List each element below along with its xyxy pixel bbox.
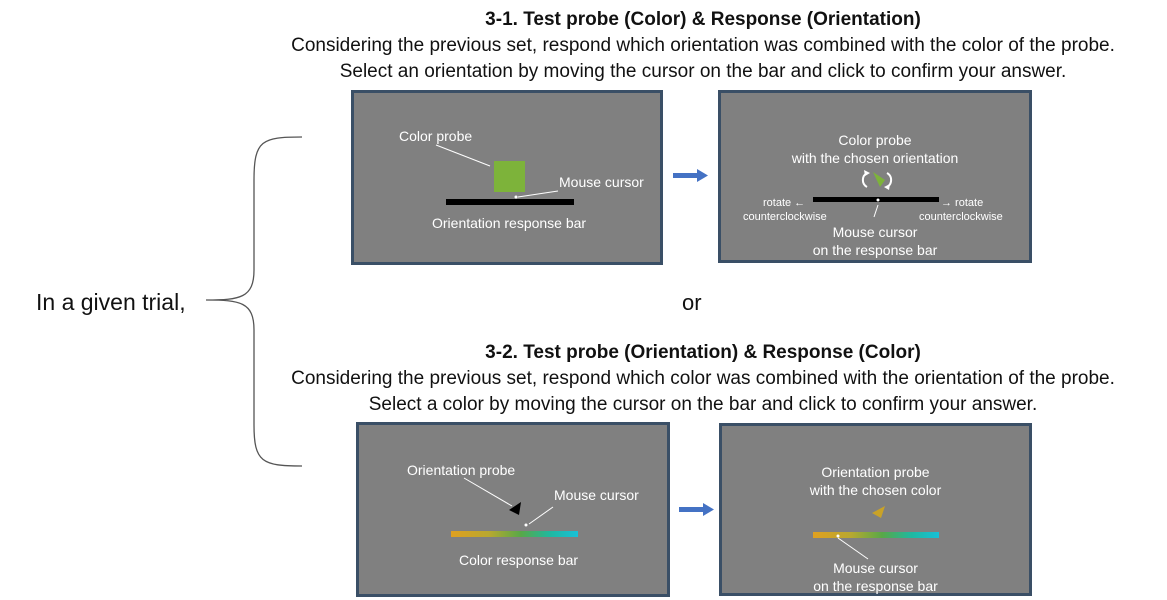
rotate-right-direction: counterclockwise — [919, 211, 1003, 223]
s2-right-panel: Orientation probe with the chosen color … — [719, 423, 1032, 596]
s1-arrow-right-icon — [673, 169, 708, 182]
rotation-indicator-icon — [813, 170, 939, 218]
rotate-left-direction: counterclockwise — [743, 211, 827, 223]
mouse-cursor-label-right: Mouse cursor — [832, 224, 918, 240]
section2-instruction-line2: Select a color by moving the cursor on t… — [368, 394, 1038, 415]
intro-label: In a given trial, — [36, 289, 186, 315]
or-label: or — [682, 290, 702, 315]
section1-heading: 3-1. Test probe (Color) & Response (Orie… — [485, 9, 921, 30]
on-response-bar-label-s2: on the response bar — [813, 578, 938, 594]
section1-instruction-line1: Considering the previous set, respond wh… — [291, 35, 1115, 56]
color-response-bar — [451, 531, 578, 537]
section2-heading: 3-2. Test probe (Orientation) & Response… — [485, 342, 921, 363]
on-response-bar-label: on the response bar — [812, 242, 938, 258]
color-probe-label-right: Color probe — [838, 132, 912, 148]
mouse-cursor-label: Mouse cursor — [559, 174, 644, 190]
mouse-cursor-dot-s2-right — [836, 534, 840, 538]
oriented-color-probe — [873, 172, 885, 187]
chosen-color-label: with the chosen color — [809, 482, 942, 498]
s1-left-leaders — [435, 144, 559, 199]
color-response-bar-right — [813, 532, 939, 538]
orientation-probe-label-right: Orientation probe — [821, 464, 930, 480]
colored-orientation-probe — [872, 506, 885, 518]
section2-instruction-line1: Considering the previous set, respond wh… — [291, 368, 1115, 389]
s1-right-panel: Color probe with the chosen orientation … — [718, 90, 1032, 263]
orientation-response-bar — [446, 199, 574, 205]
mouse-cursor-label-s2: Mouse cursor — [554, 487, 639, 503]
mouse-cursor-dot — [514, 195, 518, 199]
s2-arrow-right-icon — [679, 503, 714, 516]
s2-right-graphics — [813, 506, 939, 560]
rotate-right-label: → rotate — [941, 197, 984, 209]
s2-left-panel: Orientation probe Mouse cursor Color res… — [356, 422, 670, 597]
orientation-probe-label: Orientation probe — [407, 462, 516, 478]
mouse-cursor-dot-s2 — [524, 523, 528, 527]
rotate-left-label: rotate ← — [763, 197, 806, 209]
orientation-response-bar-label: Orientation response bar — [432, 215, 587, 231]
mouse-cursor-dot-right — [876, 198, 880, 202]
orientation-probe-triangle — [509, 502, 521, 515]
orientation-response-bar-right — [813, 197, 939, 202]
color-probe-square — [494, 161, 525, 192]
s2-left-graphics — [463, 477, 554, 527]
s1-left-panel: Color probe Mouse cursor Orientation res… — [351, 90, 663, 265]
chosen-orientation-label: with the chosen orientation — [791, 150, 959, 166]
mouse-cursor-label-s2-right: Mouse cursor — [833, 560, 918, 576]
color-response-bar-label: Color response bar — [459, 552, 579, 568]
color-probe-label: Color probe — [399, 128, 473, 144]
section1-instruction-line2: Select an orientation by moving the curs… — [339, 61, 1067, 82]
